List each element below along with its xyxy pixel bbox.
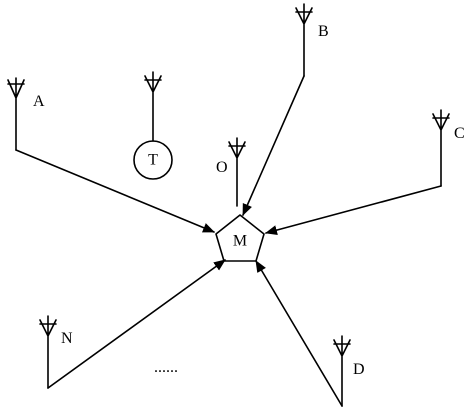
- antenna-o: O: [216, 137, 246, 207]
- link-c-to-m: [265, 185, 442, 235]
- antenna-n-label: N: [61, 330, 73, 347]
- hub-m: M: [215, 214, 265, 262]
- ellipsis-text: ......: [154, 359, 178, 376]
- antenna-b: B: [295, 3, 329, 77]
- antenna-c: C: [432, 109, 465, 187]
- antenna-b-icon: [295, 3, 313, 77]
- antenna-n: N: [39, 315, 73, 389]
- antenna-o-label: O: [216, 159, 228, 176]
- hub-m-label: M: [233, 233, 247, 250]
- antenna-d-icon: [333, 335, 351, 407]
- node-t: T: [133, 71, 173, 180]
- antenna-b-label: B: [318, 23, 329, 40]
- antenna-n-icon: [39, 315, 57, 389]
- link-a-to-m: [15, 149, 215, 233]
- node-t-label: T: [148, 152, 158, 169]
- antenna-a: A: [7, 77, 45, 151]
- link-n-to-m: [47, 259, 226, 389]
- antenna-c-label: C: [454, 125, 465, 142]
- antenna-d: D: [333, 335, 365, 407]
- antenna-a-icon: [7, 77, 25, 151]
- antenna-t-icon: [144, 71, 162, 142]
- link-d-to-m: [255, 260, 343, 407]
- hub-m-pentagon: [215, 214, 265, 262]
- antenna-o-icon: [228, 137, 246, 207]
- node-t-circle: [133, 140, 173, 180]
- antenna-c-icon: [432, 109, 450, 187]
- link-b-to-m: [242, 75, 305, 216]
- antenna-d-label: D: [353, 361, 365, 378]
- antenna-a-label: A: [33, 93, 45, 110]
